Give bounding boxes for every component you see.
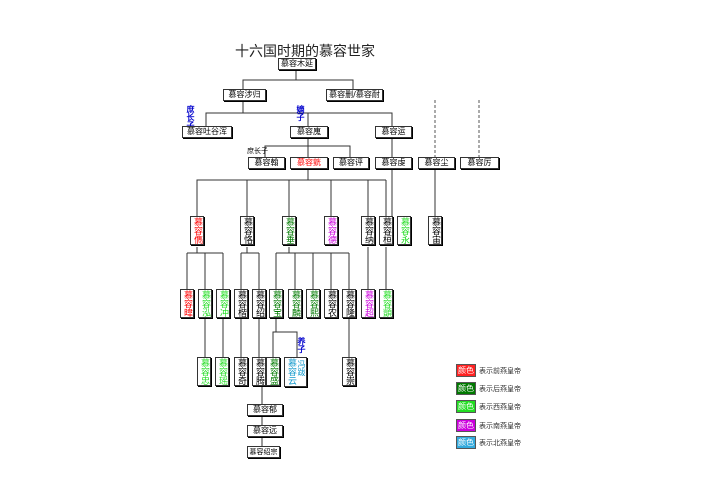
node-hui: 慕容廆: [290, 126, 328, 138]
node-lin: 慕容麟: [288, 289, 302, 318]
page-title: 十六国时期的慕容世家: [235, 44, 375, 60]
node-chongz: 慕容崇: [342, 357, 356, 386]
node-han: 慕容翰: [248, 157, 285, 169]
node-shegui: 慕容涉归: [223, 89, 266, 101]
node-yong: 慕容永: [397, 216, 411, 245]
node-bao: 慕容宝: [269, 289, 283, 318]
legend-text: 表示前燕皇帝: [479, 367, 521, 375]
label-adopted: 养子: [297, 337, 306, 353]
node-de: 慕容德: [324, 216, 338, 245]
legend-swatch-southern-yan: 颜色: [456, 419, 476, 432]
node-yu: 慕容郁: [247, 404, 283, 416]
node-wei: 慕容暐: [180, 289, 194, 318]
node-chen: 慕容尘: [418, 157, 455, 169]
node-qi: 慕容奇: [234, 357, 248, 386]
node-yun: 慕容云: [286, 358, 296, 385]
node-long: 慕容隆: [342, 289, 356, 318]
legend-text: 表示南燕皇帝: [479, 422, 521, 430]
node-zhong: 慕容忠: [197, 357, 211, 386]
node-na: 慕容纳: [361, 216, 375, 245]
label-eldest-son: 庶长子: [186, 105, 195, 129]
node-qian: 慕容虔: [375, 157, 412, 169]
legend-text: 表示北燕皇帝: [479, 439, 521, 447]
node-xi: 慕容熙: [306, 289, 320, 318]
node-yun-fengba: 慕容云 冯跋: [284, 357, 307, 387]
node-hong: 慕容泓: [198, 289, 212, 318]
legend-swatch-former-yan: 颜色: [456, 364, 476, 377]
node-yao: 慕容瑶: [215, 357, 229, 386]
node-shao: 慕容绍: [252, 289, 266, 318]
node-sheng: 慕容盛: [266, 357, 280, 386]
node-shaozong: 慕容绍宗: [247, 446, 280, 458]
node-tuyuhun: 慕容吐谷浑: [182, 126, 232, 138]
node-chong: 慕容冲: [216, 289, 230, 318]
node-muyan: 慕容木延: [278, 58, 316, 70]
legend-swatch-western-yan: 颜色: [456, 400, 476, 413]
node-chui: 慕容垂: [282, 216, 296, 245]
node-kai: 慕容楷: [234, 289, 248, 318]
legend-swatch-later-yan: 颜色: [456, 382, 476, 395]
node-shan: 慕容删/慕容耐: [326, 89, 383, 101]
node-yi: 慕容顗: [379, 289, 393, 318]
node-fengba: 冯跋: [297, 360, 306, 376]
node-yun0: 慕容运: [375, 126, 412, 138]
node-jun: 慕容儁: [190, 216, 204, 245]
node-ke: 慕容恪: [240, 216, 254, 245]
legend-text: 表示西燕皇帝: [479, 403, 521, 411]
node-huan: 慕容桓: [379, 216, 393, 245]
legend-text: 表示后燕皇帝: [479, 385, 521, 393]
node-nong: 慕容农: [324, 289, 338, 318]
legend-swatch-northern-yan: 颜色: [456, 436, 476, 449]
node-yuan: 慕容远: [247, 425, 283, 437]
label-legit-son: 嫡子: [296, 105, 305, 121]
node-chao: 慕容超: [361, 289, 375, 318]
node-zhou: 慕容宙: [428, 216, 442, 245]
node-teng: 慕容腾: [252, 357, 266, 386]
label-eldest-son-2: 庶长子: [247, 147, 268, 155]
node-huang: 慕容皝: [290, 157, 328, 169]
node-ping: 慕容评: [333, 157, 369, 169]
node-li: 慕容厉: [460, 157, 499, 169]
